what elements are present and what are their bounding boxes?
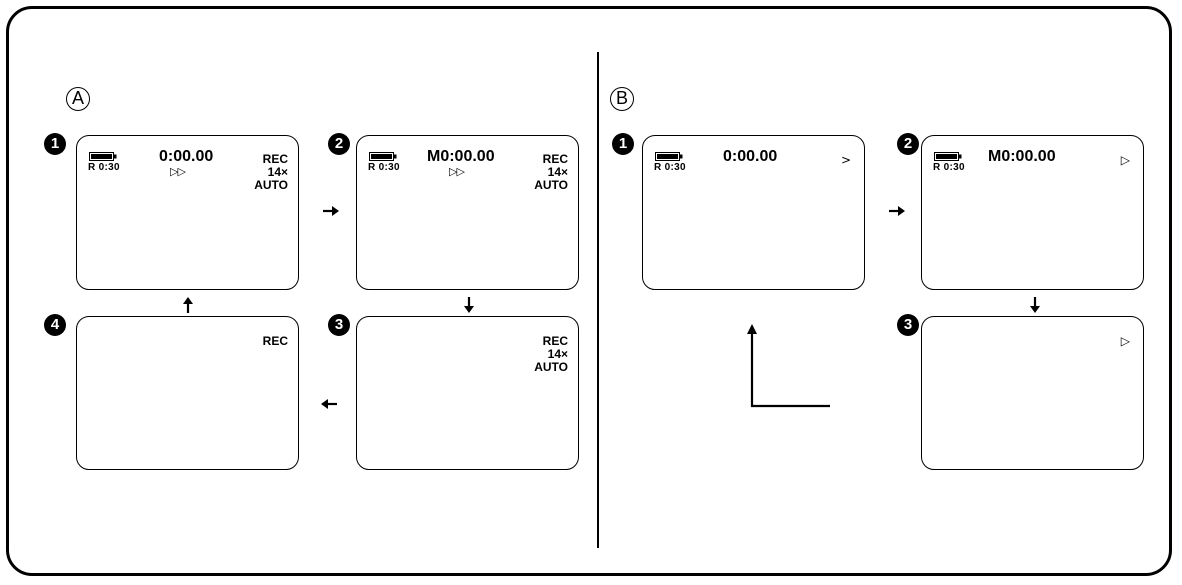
step-a1-number: 1 <box>44 133 66 155</box>
section-a-label: A <box>66 87 90 111</box>
zoom-label: 14× <box>547 347 568 361</box>
arrow-down-icon <box>464 297 474 313</box>
remaining-time: R 0:30 <box>368 162 400 173</box>
screen-a3: REC 14× AUTO <box>356 316 579 470</box>
play-icon: > <box>840 153 851 167</box>
fast-forward-icon: ▷▷ <box>449 165 465 178</box>
rec-info: REC 14× AUTO <box>534 335 568 374</box>
rec-mode-label: REC <box>262 152 288 166</box>
section-divider <box>597 52 599 548</box>
tape-counter: M0:00.00 <box>988 148 1056 165</box>
step-b3-number: 3 <box>897 314 919 336</box>
step-a3-number: 3 <box>328 314 350 336</box>
zoom-label: 14× <box>547 165 568 179</box>
play-icon: ▷ <box>1120 153 1130 167</box>
battery-icon <box>655 152 683 161</box>
step-a2-number: 2 <box>328 133 350 155</box>
outer-frame <box>6 6 1172 576</box>
tape-counter: 0:00.00 <box>723 148 778 165</box>
remaining-time: R 0:30 <box>88 162 120 173</box>
remaining-time: R 0:30 <box>654 162 686 173</box>
tape-counter: 0:00.00 <box>159 148 214 165</box>
rec-mode-label: REC <box>262 334 288 348</box>
play-icon: ▷ <box>1120 334 1130 348</box>
return-arrow-icon <box>747 324 830 408</box>
step-b1-number: 1 <box>612 133 634 155</box>
rec-info: REC 14× AUTO <box>254 153 288 192</box>
tape-counter: M0:00.00 <box>427 148 495 165</box>
screen-b2: R 0:30 M0:00.00 ▷ <box>921 135 1144 290</box>
battery-icon <box>934 152 962 161</box>
rec-mode-label: REC <box>542 152 568 166</box>
step-a4-number: 4 <box>44 314 66 336</box>
focus-label: AUTO <box>534 360 568 374</box>
battery-icon <box>89 152 117 161</box>
arrow-up-icon <box>183 297 193 313</box>
zoom-label: 14× <box>267 165 288 179</box>
rec-mode-label: REC <box>542 334 568 348</box>
arrow-right-icon <box>323 206 339 216</box>
arrow-right-icon <box>889 206 905 216</box>
rec-info: REC <box>263 335 288 348</box>
screen-a1: R 0:30 0:00.00 ▷▷ REC 14× AUTO <box>76 135 299 290</box>
screen-a2: R 0:30 M0:00.00 ▷▷ REC 14× AUTO <box>356 135 579 290</box>
step-b2-number: 2 <box>897 133 919 155</box>
screen-a4: REC <box>76 316 299 470</box>
battery-icon <box>369 152 397 161</box>
focus-label: AUTO <box>534 178 568 192</box>
section-b-label: B <box>610 87 634 111</box>
screen-b3: ▷ <box>921 316 1144 470</box>
fast-forward-icon: ▷▷ <box>170 165 186 178</box>
screen-b1: R 0:30 0:00.00 > <box>642 135 865 290</box>
arrow-down-icon <box>1030 297 1040 313</box>
arrow-left-icon <box>321 399 337 409</box>
remaining-time: R 0:30 <box>933 162 965 173</box>
rec-info: REC 14× AUTO <box>534 153 568 192</box>
focus-label: AUTO <box>254 178 288 192</box>
